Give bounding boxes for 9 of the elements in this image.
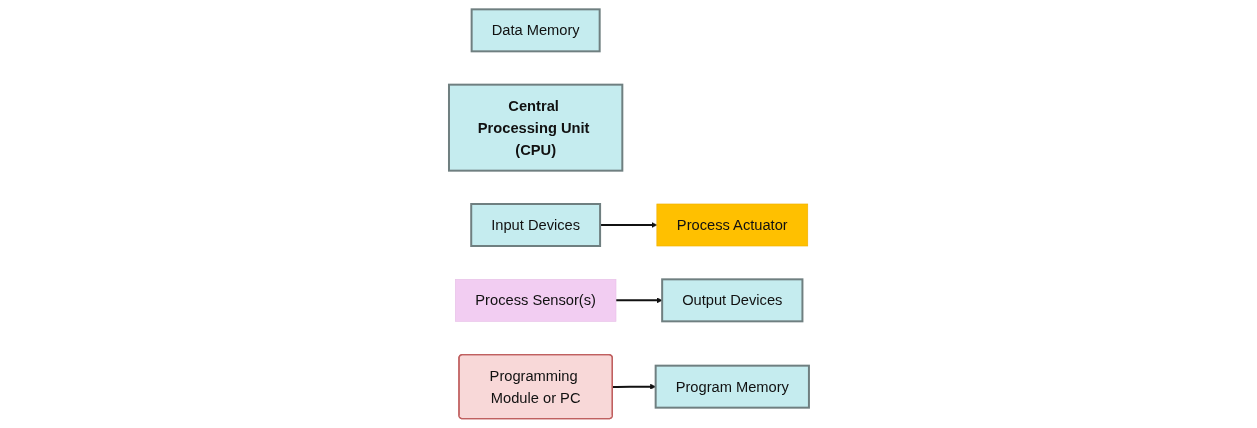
arrow xyxy=(611,383,656,390)
node-box: Central Processing Unit (CPU) xyxy=(447,83,623,172)
node-box: Data Memory xyxy=(470,8,601,53)
node-box: Program Memory xyxy=(654,364,810,409)
node-box: Input Devices xyxy=(469,203,601,247)
node-box: Output Devices xyxy=(660,278,803,323)
node-box: Process Sensor(s) xyxy=(454,279,616,322)
node-box: Process Actuator xyxy=(656,203,808,247)
arrow xyxy=(614,297,662,304)
